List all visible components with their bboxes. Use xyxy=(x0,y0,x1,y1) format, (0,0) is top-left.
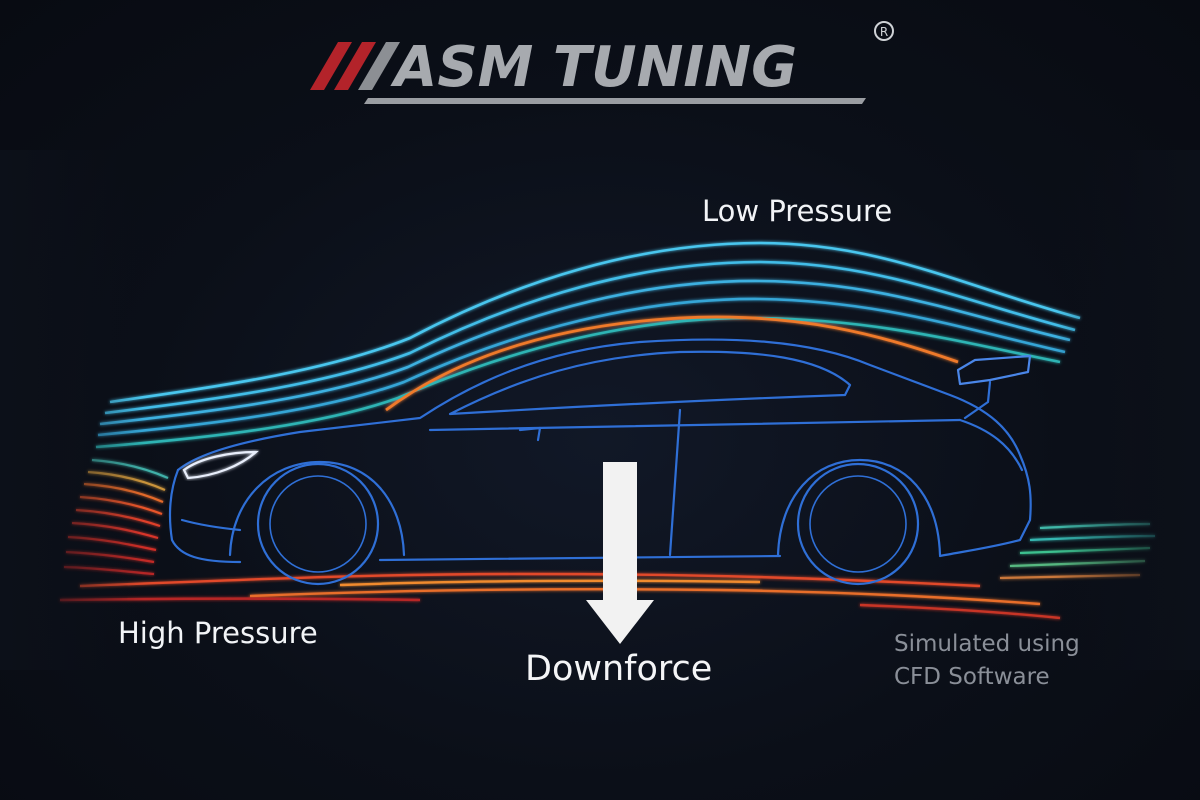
high-pressure-label: High Pressure xyxy=(118,616,318,650)
downforce-label: Downforce xyxy=(525,649,713,689)
brand-wordmark: ASM TUNING xyxy=(390,35,797,100)
cfd-note-line1: Simulated using xyxy=(894,631,1080,657)
cfd-note: Simulated using CFD Software xyxy=(894,628,1080,694)
arrow-down-icon xyxy=(586,462,654,644)
cfd-note-line2: CFD Software xyxy=(894,664,1050,690)
asm-tuning-logo: ASM TUNING R xyxy=(310,21,894,104)
registered-mark: R xyxy=(880,25,888,39)
low-pressure-label: Low Pressure xyxy=(702,194,893,228)
